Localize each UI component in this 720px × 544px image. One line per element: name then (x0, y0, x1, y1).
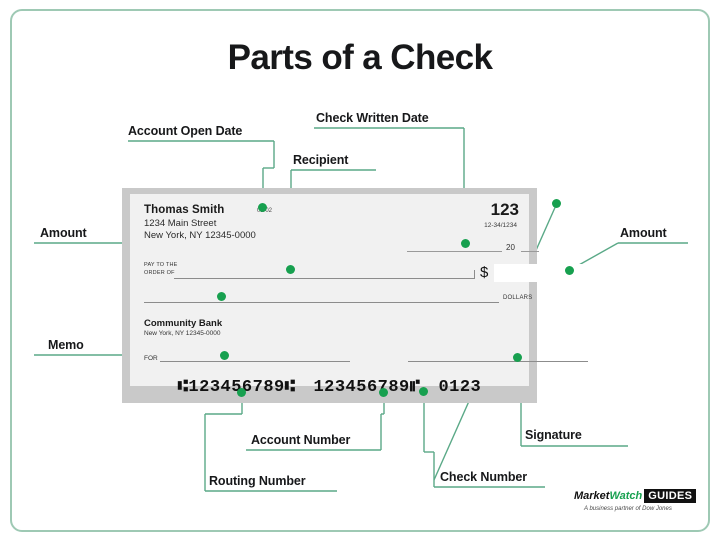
outer-border (10, 9, 710, 532)
check-dollars-word: DOLLARS (503, 295, 533, 301)
dot-check-written-date (461, 239, 470, 248)
check-date-line (407, 251, 502, 252)
check-date-line-tail (521, 251, 539, 252)
check-bank-name: Community Bank (144, 318, 223, 329)
dot-account-number (379, 388, 388, 397)
check-payer-name: Thomas Smith (144, 204, 225, 216)
logo-tagline: A business partner of Dow Jones (584, 506, 672, 512)
label-signature: Signature (525, 428, 582, 442)
logo-guides-badge: GUIDES (644, 489, 697, 503)
check-routing-fraction: 12-34/1234 (484, 222, 517, 229)
label-check-written-date: Check Written Date (316, 111, 429, 125)
label-account-number: Account Number (251, 433, 351, 447)
label-check-number: Check Number (440, 470, 528, 484)
label-routing-number: Routing Number (209, 474, 306, 488)
check-pay-to-line1: PAY TO THE (144, 262, 178, 268)
check-number-printed: 123 (490, 200, 519, 219)
micr-check-number: 0123 (438, 378, 482, 397)
check-memo-line (160, 361, 350, 362)
micr-account-number: 123456789⑈ (313, 378, 421, 397)
check-image: Thomas Smith 1234 Main Street New York, … (122, 188, 619, 403)
dot-recipient (286, 265, 295, 274)
dot-account-open-date (258, 203, 267, 212)
check-face: Thomas Smith 1234 Main Street New York, … (130, 194, 619, 397)
dot-memo (220, 351, 229, 360)
check-payee-line (174, 278, 474, 279)
dot-routing-number (237, 388, 246, 397)
check-payee-line-end (474, 270, 475, 279)
label-account-open-date: Account Open Date (128, 124, 243, 138)
label-amount-left: Amount (40, 226, 87, 240)
dot-check-number-printed (552, 199, 561, 208)
check-micr-line: ⑆123456789⑆ 123456789⑈ 0123 (130, 378, 529, 397)
logo-market-text: Market (574, 490, 610, 502)
logo-watch-text: Watch (609, 490, 643, 502)
check-written-amount-line (144, 302, 499, 303)
check-date-century: 20 (506, 243, 515, 252)
label-amount-right: Amount (620, 226, 667, 240)
dot-signature (513, 353, 522, 362)
check-pay-to-line2: ORDER OF (144, 270, 175, 276)
page-title: Parts of a Check (227, 38, 493, 77)
dollar-sign: $ (480, 264, 489, 281)
dot-amount-numeric (565, 266, 574, 275)
dot-check-number (419, 387, 428, 396)
check-signature-line (408, 361, 588, 362)
check-payer-address1: 1234 Main Street (144, 218, 217, 229)
check-bank-address: New York, NY 12345-0000 (144, 330, 221, 337)
label-memo: Memo (48, 338, 84, 352)
check-amount-box (494, 264, 619, 282)
label-recipient: Recipient (293, 153, 349, 167)
check-memo-label: FOR (144, 355, 158, 362)
dot-amount-written (217, 292, 226, 301)
micr-routing-number: ⑆123456789⑆ (177, 378, 296, 397)
check-payer-address2: New York, NY 12345-0000 (144, 230, 256, 241)
